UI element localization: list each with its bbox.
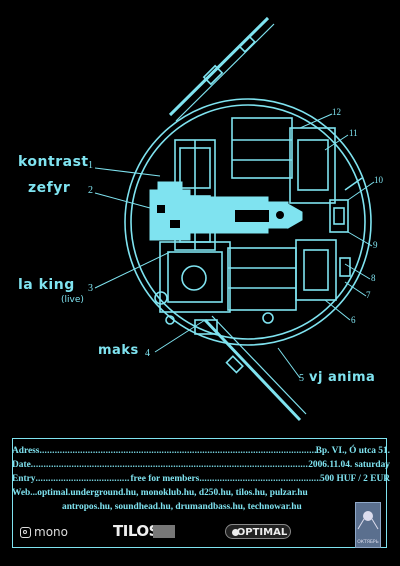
- web-row-2: antropos.hu, soundhead.hu, drumandbass.h…: [62, 502, 390, 512]
- address-label: Adress: [12, 446, 40, 456]
- diagram-number-11: 11: [349, 128, 358, 138]
- performer-number-4: 4: [145, 348, 150, 359]
- tilos-logo: TILOS: [113, 522, 159, 540]
- date-label: Date: [12, 460, 31, 470]
- dot-leader: [39, 446, 315, 456]
- performer-name-3: la king: [18, 277, 75, 293]
- soviet-badge-icon: ОКТЯБРЬ: [355, 502, 381, 548]
- web-links-line-2[interactable]: antropos.hu, soundhead.hu, drumandbass.h…: [62, 502, 302, 512]
- performer-name-1: kontrast: [18, 154, 89, 170]
- dot-leader: [35, 474, 130, 484]
- diagram-number-12: 12: [332, 107, 341, 117]
- performer-number-3: 3: [88, 283, 93, 294]
- event-info-box: [12, 438, 387, 548]
- entry-label: Entry: [12, 474, 36, 484]
- web-label: Web: [12, 488, 31, 498]
- address-row: Adress Bp. VI., Ó utca 51.: [12, 446, 390, 456]
- performer-number-2: 2: [88, 185, 93, 196]
- diagram-number-10: 10: [374, 175, 383, 185]
- address-value: Bp. VI., Ó utca 51.: [315, 446, 390, 456]
- mono-icon: [20, 526, 31, 538]
- performer-name-2: zefyr: [28, 180, 71, 196]
- tilos-logo-mark: [153, 525, 175, 538]
- diagram-number-8: 8: [371, 273, 376, 283]
- entry-value: 500 HUF / 2 EUR: [320, 474, 390, 484]
- sputnik-illustration: [94, 16, 375, 422]
- date-row: Date 2006.11.04. saturday: [12, 460, 390, 470]
- diagram-number-9: 9: [373, 240, 378, 250]
- sputnik-badge-icon: [357, 511, 379, 530]
- mono-logo: mono: [20, 525, 68, 539]
- performer-note-3: (live): [61, 295, 84, 305]
- dot-leader: [199, 474, 320, 484]
- web-row: Web ... optimal.underground.hu, monoklub…: [12, 488, 390, 498]
- badge-text: ОКТЯБРЬ: [357, 540, 379, 545]
- optimal-logo: OPTIMAL: [225, 524, 291, 539]
- web-links-line-1[interactable]: optimal.underground.hu, monoklub.hu, d25…: [37, 488, 308, 498]
- performer-number-1: 1: [88, 160, 93, 171]
- dot-leader-short: ...: [30, 488, 38, 498]
- performer-number-5: 5: [299, 373, 304, 384]
- entry-row: Entry free for members 500 HUF / 2 EUR: [12, 474, 390, 484]
- entry-free-text: free for members: [130, 474, 200, 484]
- performer-name-5: vj anima: [309, 370, 376, 385]
- diagram-number-7: 7: [366, 290, 371, 300]
- dot-leader: [31, 460, 308, 470]
- date-value: 2006.11.04. saturday: [308, 460, 390, 470]
- diagram-number-6: 6: [351, 315, 356, 325]
- performer-name-4: maks: [98, 343, 139, 358]
- mono-logo-text: mono: [34, 525, 68, 539]
